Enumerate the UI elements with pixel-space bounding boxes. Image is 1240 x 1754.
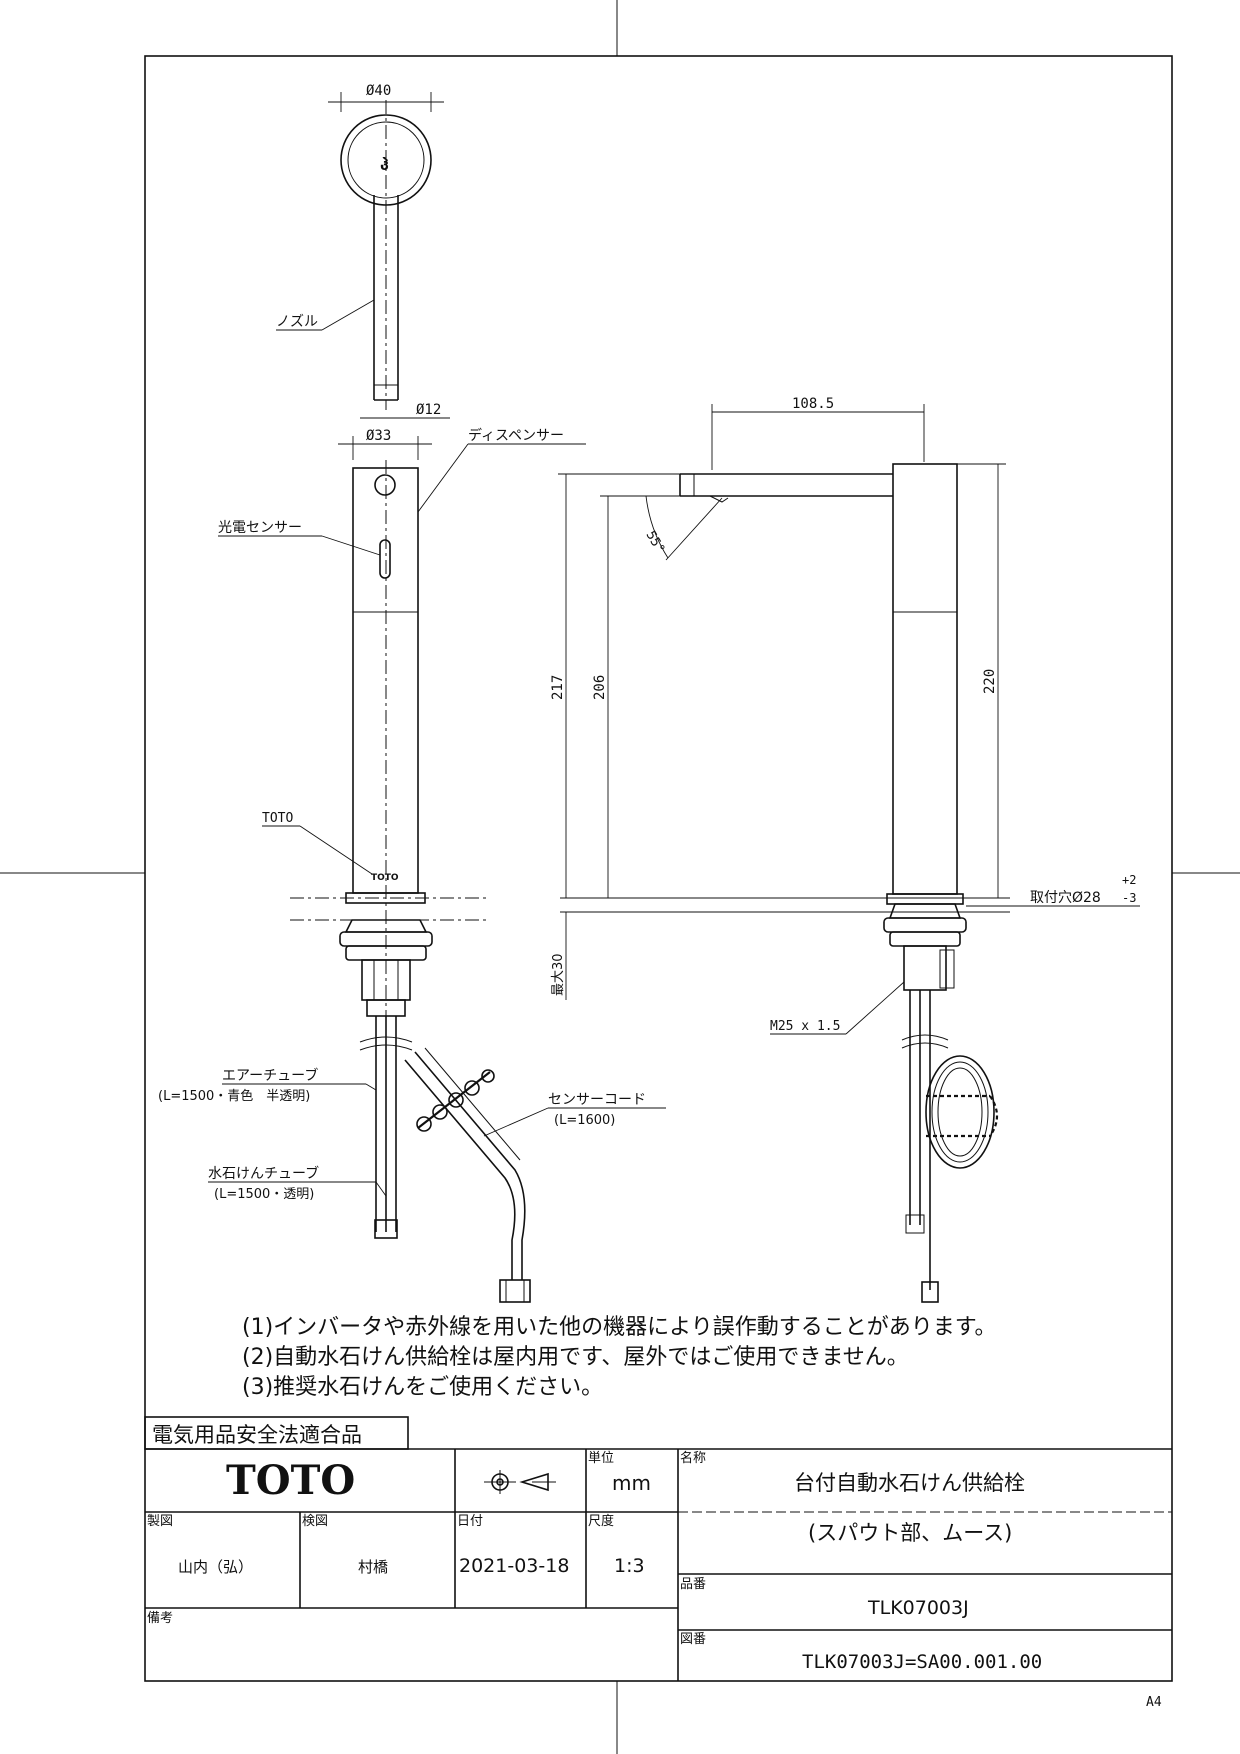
part-value: TLK07003J [867, 1597, 969, 1619]
label-air-tube-text: エアーチューブ [222, 1067, 318, 1084]
unit-value: mm [612, 1471, 651, 1495]
title-block: TOTO 単位 mm 名称 台付自動水石けん供給栓 (スパウト部、ムース) 製図… [145, 1448, 1172, 1681]
dim-height-220: 220 [957, 463, 1006, 898]
dim-thread: M25 x 1.5 [770, 981, 905, 1035]
dim-mounting-hole: 取付穴Ø28 +2 -3 [966, 873, 1140, 907]
dim-tol-minus: -3 [1122, 891, 1136, 905]
note-3: (3)推奨水石けんをご使用ください。 [242, 1375, 603, 1400]
label-soap-tube-spec: (L=1500・透明) [214, 1187, 314, 1202]
side-view: 108.5 55° 217 206 220 最大30 [550, 396, 1140, 1303]
dim-max-thickness: 最大30 [551, 912, 567, 1000]
label-sensor-text: 光電センサー [218, 520, 302, 536]
top-view-nozzle-head: ჰ [340, 100, 432, 410]
coiled-cord-side [925, 1055, 999, 1169]
name-line-2: (スパウト部、ムース) [808, 1521, 1012, 1545]
drawn-label: 製図 [147, 1514, 173, 1529]
label-nozzle-text: ノズル [276, 314, 318, 330]
checked-value: 村橋 [358, 1558, 388, 1576]
dim-height-217-label: 217 [550, 675, 566, 700]
dim-nozzle-dia: Ø12 [360, 402, 450, 419]
notes: (1)インバータや赤外線を用いた他の機器により誤作動することがあります。 (2)… [242, 1315, 997, 1400]
label-nozzle: ノズル [276, 299, 375, 331]
name-line-1: 台付自動水石けん供給栓 [794, 1471, 1025, 1495]
label-toto: TOTO [262, 811, 373, 875]
dim-max-thickness-label: 最大30 [551, 953, 566, 996]
drawing-label: 図番 [680, 1632, 706, 1647]
compliance-text: 電気用品安全法適合品 [152, 1423, 362, 1447]
sensor-cord-front [404, 1047, 531, 1303]
dim-body-dia: Ø33 [338, 428, 432, 460]
date-label: 日付 [457, 1514, 483, 1529]
part-label: 品番 [680, 1577, 706, 1592]
dim-height-206-label: 206 [592, 675, 608, 700]
scale-value: 1:3 [614, 1555, 645, 1577]
dispenser-body-front: TOTO [352, 460, 419, 1100]
note-2: (2)自動水石けん供給栓は屋内用です、屋外ではご使用できません。 [242, 1345, 909, 1370]
toto-logo: TOTO [226, 1457, 355, 1504]
label-sensor-cord: センサーコード (L=1600) [483, 1092, 666, 1137]
note-1: (1)インバータや赤外線を用いた他の機器により誤作動することがあります。 [242, 1315, 997, 1340]
paper-size: A4 [1146, 1695, 1162, 1710]
dim-angle-label: 55° [643, 529, 668, 557]
dim-top-dia: Ø40 [328, 83, 444, 112]
third-angle-projection-icon [484, 1470, 556, 1494]
label-soap-tube: 水石けんチューブ (L=1500・透明) [208, 1165, 387, 1202]
svg-text:ჰ: ჰ [380, 155, 389, 174]
remarks-label: 備考 [147, 1610, 173, 1626]
dim-angle: 55° [643, 495, 723, 561]
label-dispenser: ディスペンサー [417, 427, 586, 513]
dim-spout-reach: 108.5 [711, 396, 925, 470]
label-soap-tube-text: 水石けんチューブ [208, 1165, 319, 1182]
compliance-box: 電気用品安全法適合品 [144, 1416, 409, 1450]
date-value: 2021-03-18 [459, 1555, 569, 1577]
scale-label: 尺度 [588, 1513, 614, 1529]
mounting-hardware-front [290, 892, 490, 1017]
tubes-front [359, 1016, 413, 1239]
dim-nozzle-dia-label: Ø12 [416, 402, 441, 418]
dim-height-206: 206 [592, 495, 710, 898]
name-label: 名称 [680, 1450, 706, 1466]
body-brand-mark: TOTO [371, 873, 399, 883]
checked-label: 検図 [302, 1514, 328, 1529]
unit-label: 単位 [588, 1450, 614, 1466]
label-sensor: 光電センサー [218, 520, 381, 556]
dim-tol-plus: +2 [1122, 873, 1136, 887]
dim-spout-reach-label: 108.5 [792, 396, 834, 412]
spout-side [679, 473, 893, 503]
dim-thread-label: M25 x 1.5 [770, 1019, 840, 1034]
label-air-tube: エアーチューブ (L=1500・青色 半透明) [158, 1067, 377, 1104]
dim-top-dia-label: Ø40 [366, 83, 391, 99]
dispenser-body-side [883, 463, 967, 1303]
drawn-value: 山内（弘） [178, 1558, 253, 1576]
label-air-tube-spec: (L=1500・青色 半透明) [158, 1088, 310, 1104]
label-sensor-cord-text: センサーコード [548, 1092, 646, 1108]
front-view: ჰ Ø40 ノズル Ø12 [158, 83, 666, 1303]
dim-height-220-label: 220 [982, 669, 998, 694]
label-toto-text: TOTO [262, 811, 293, 826]
label-dispenser-text: ディスペンサー [468, 427, 564, 444]
label-sensor-cord-spec: (L=1600) [554, 1113, 615, 1128]
dim-mounting-hole-label: 取付穴Ø28 [1030, 890, 1101, 906]
drawing-value: TLK07003J=SA00.001.00 [802, 1651, 1042, 1673]
dim-height-217: 217 [550, 473, 680, 898]
dim-body-dia-label: Ø33 [366, 428, 391, 444]
nozzle-stem [373, 195, 399, 401]
